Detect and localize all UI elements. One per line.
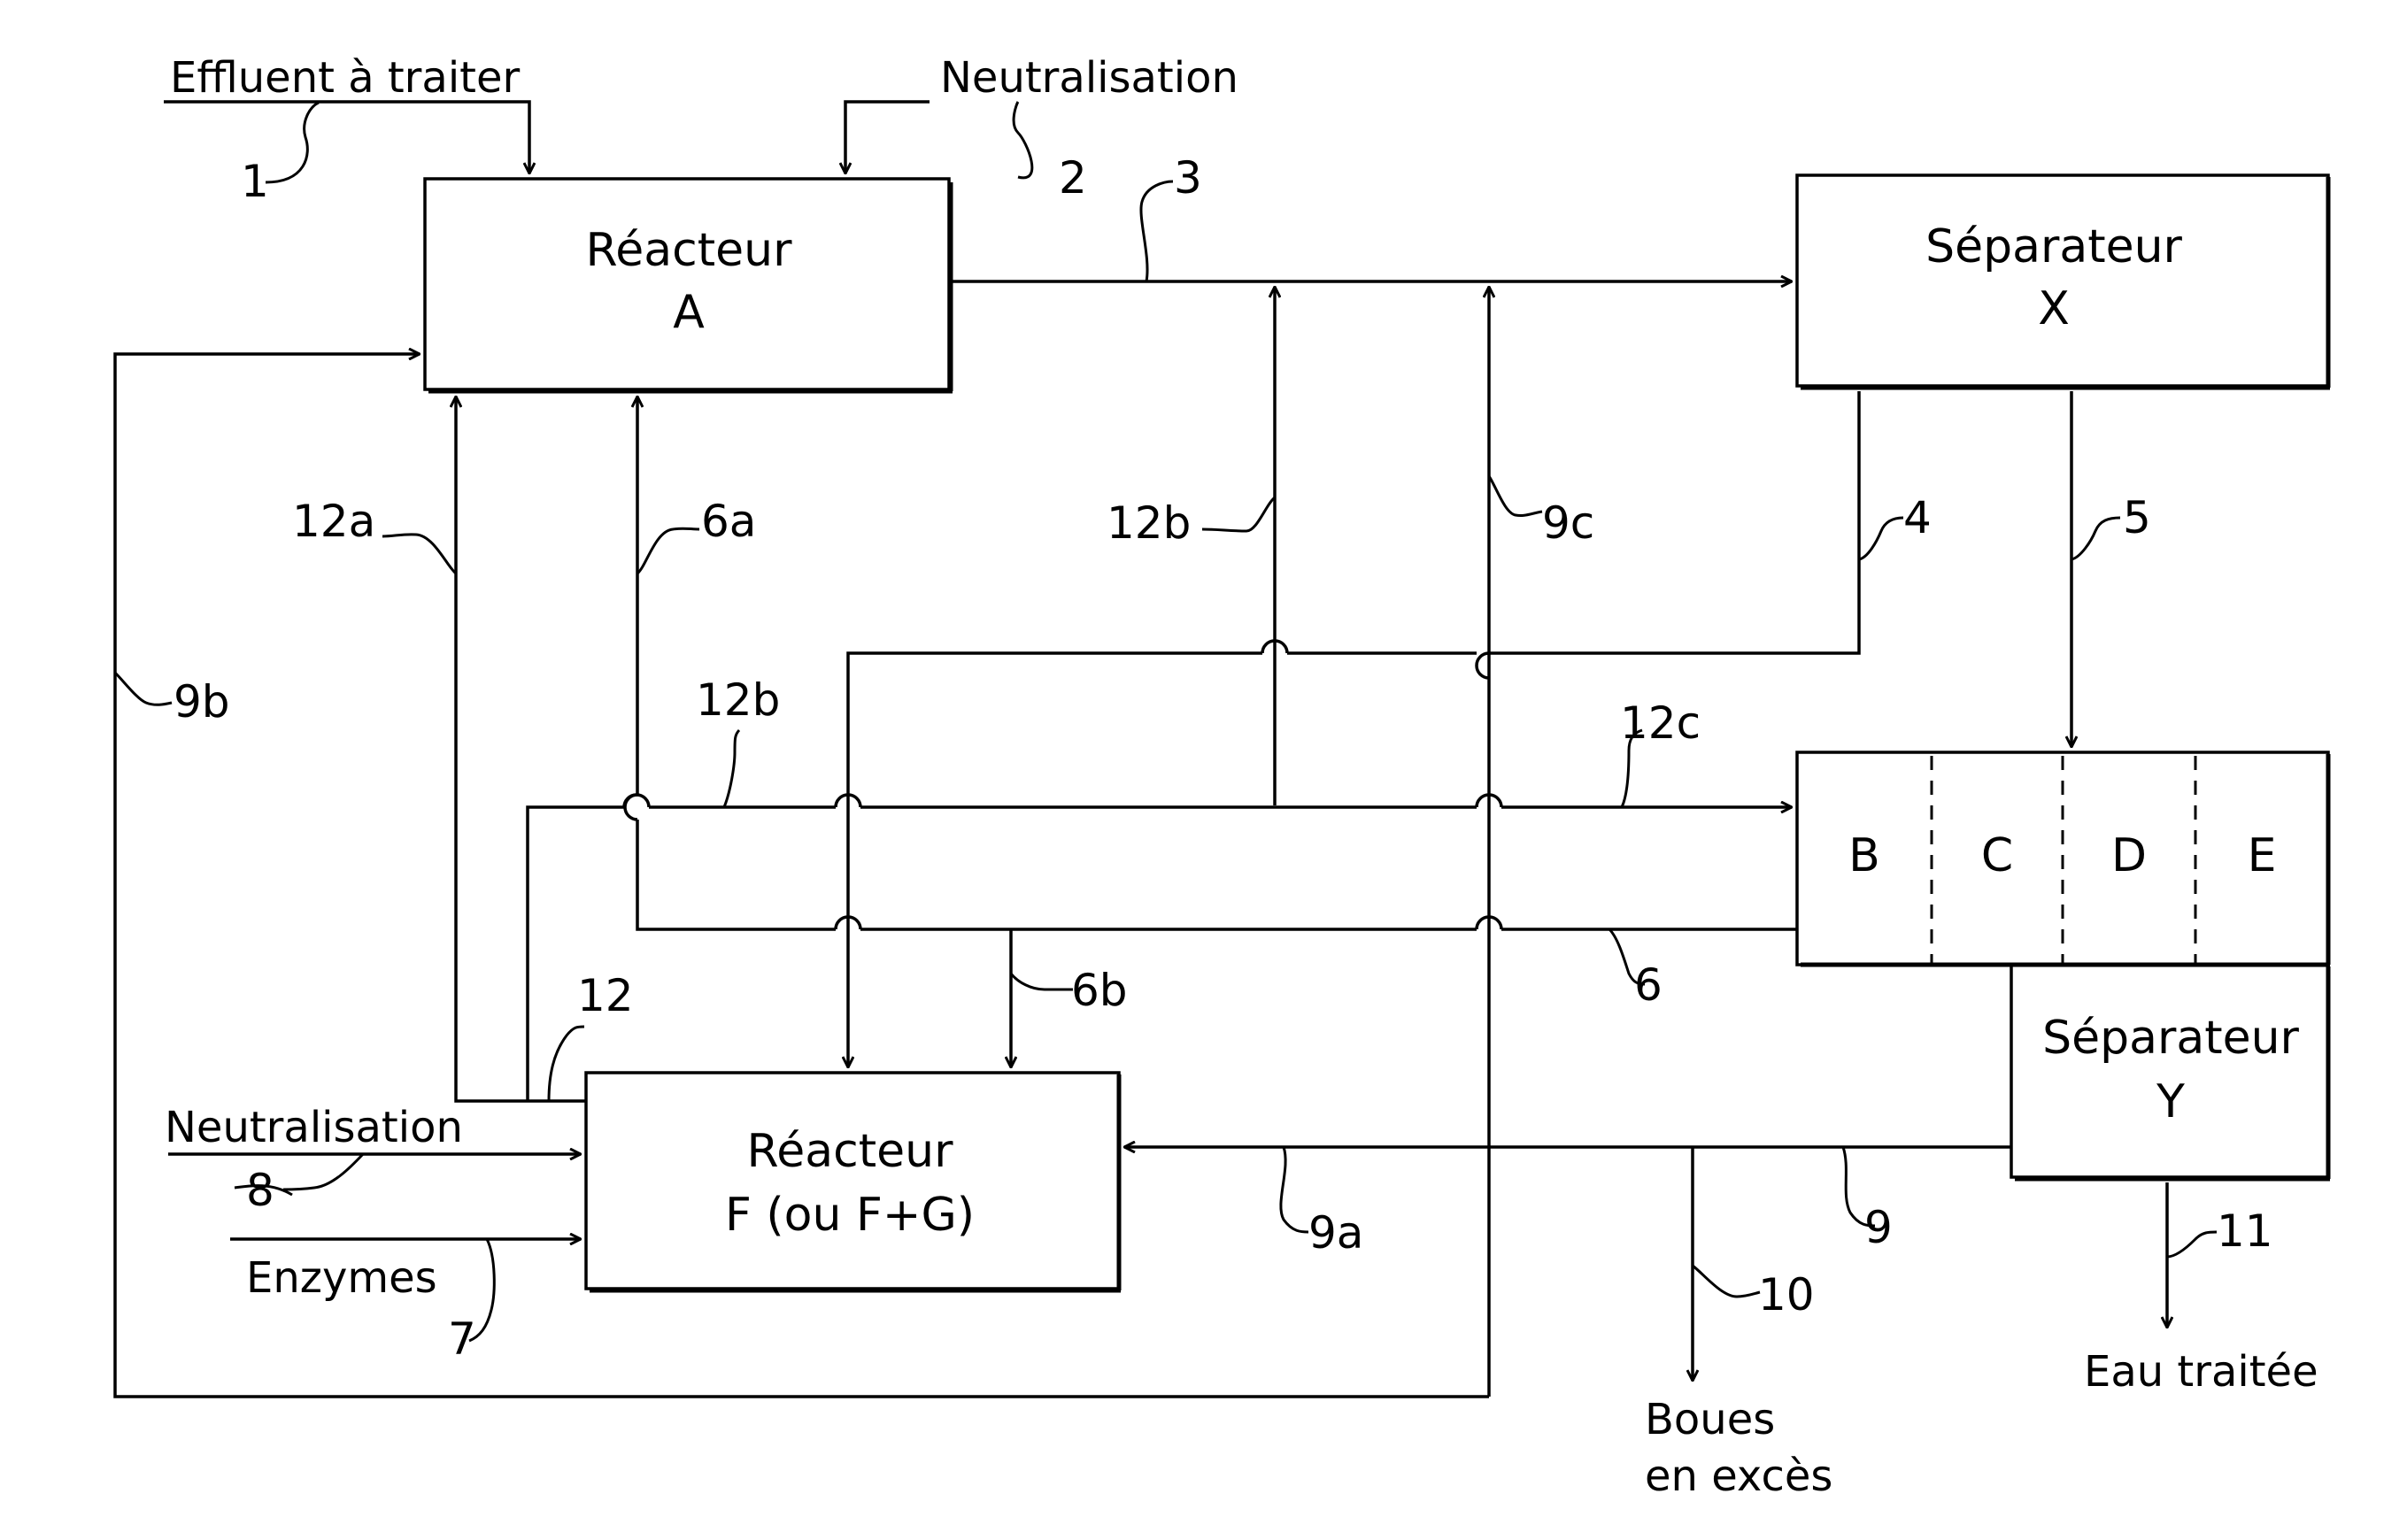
stream-label-5: 5 <box>2123 492 2151 543</box>
compartment-c: C <box>1981 829 2013 882</box>
stream-12-line <box>528 807 624 1101</box>
reactor-f-letter: F (ou F+G) <box>725 1189 975 1242</box>
stream-label-12b-upper: 12b <box>1107 497 1191 549</box>
separator-x-title: Séparateur <box>1925 220 2182 273</box>
effluent-label: Effluent à traiter <box>170 53 521 103</box>
stream-label-2: 2 <box>1059 152 1087 204</box>
separator-y-title: Séparateur <box>2042 1012 2299 1065</box>
separator-x-letter: X <box>2038 282 2070 335</box>
reactor-a-box <box>425 179 949 389</box>
neutralisation-top-feed-line <box>845 102 930 173</box>
stream-label-11: 11 <box>2217 1205 2273 1257</box>
boues-label-1: Boues <box>1645 1395 1775 1444</box>
stream-label-6a: 6a <box>701 496 756 547</box>
separator-y-letter: Y <box>2156 1075 2185 1128</box>
stream-label-12: 12 <box>577 970 634 1021</box>
neutralisation-top-label: Neutralisation <box>940 53 1238 103</box>
stream-label-6: 6 <box>1634 959 1663 1011</box>
reactor-a-letter: A <box>673 286 705 339</box>
reactor-f-title: Réacteur <box>747 1125 954 1178</box>
stream-label-4: 4 <box>1903 492 1932 543</box>
effluent-feed-line <box>164 102 529 173</box>
stream-label-8: 8 <box>246 1165 274 1216</box>
stream-label-9: 9 <box>1864 1202 1893 1253</box>
stream-label-6b: 6b <box>1071 965 1128 1016</box>
reactor-a-title: Réacteur <box>586 224 793 277</box>
separator-x-box <box>1797 175 2328 386</box>
compartment-b: B <box>1848 829 1880 882</box>
eau-label: Eau traitée <box>2084 1347 2318 1397</box>
boues-label-2: en excès <box>1645 1451 1832 1501</box>
stream-label-12b-lower: 12b <box>696 674 780 726</box>
stream-label-12c: 12c <box>1620 697 1701 749</box>
separator-y-box <box>2011 965 2328 1177</box>
stream-label-9b: 9b <box>174 676 230 728</box>
stream-label-7: 7 <box>448 1313 476 1365</box>
enzymes-label: Enzymes <box>246 1253 437 1303</box>
neutralisation-bottom-label: Neutralisation <box>165 1103 463 1152</box>
stream-label-10: 10 <box>1758 1269 1815 1321</box>
stream-label-12a: 12a <box>292 496 375 547</box>
stream-12a-line <box>456 397 586 1101</box>
compartment-d: D <box>2111 829 2147 882</box>
reactor-f-box <box>586 1073 1119 1289</box>
stream-label-9c: 9c <box>1542 497 1594 549</box>
stream-label-9a: 9a <box>1308 1207 1363 1259</box>
stream-label-3: 3 <box>1174 152 1202 204</box>
stream-label-1: 1 <box>241 156 269 207</box>
compartment-e: E <box>2248 829 2277 882</box>
